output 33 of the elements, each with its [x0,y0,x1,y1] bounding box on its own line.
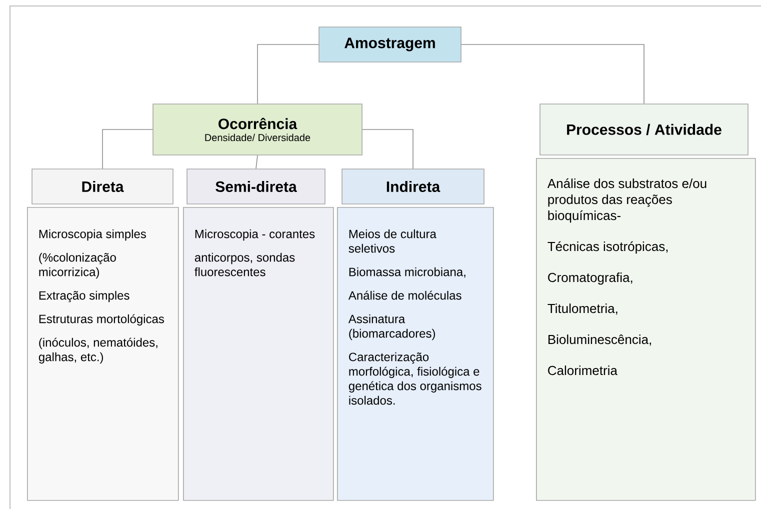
method-text: Microscopia simples [39,229,146,241]
connector-line [461,44,644,104]
connector-line [362,129,414,169]
category-box: Indireta [342,168,484,204]
category-box: Processos / Atividade [540,104,748,156]
method-text: Técnicas isotrópicas, [548,241,668,254]
method-text: Análise dos substratos e/ou produtos das reações bioquímicas- [547,178,706,223]
category-box: Ocorrência Densidade/ Diversidade [152,104,362,156]
method-text: (inóculos, nematóides, galhas, etc.) [38,338,158,364]
method-text: Caracterização morfológica, fisiológica e genética dos organismos isolados. [348,352,482,405]
method-list-box [27,207,179,501]
method-text: anticorpos, sondas fluorescentes [194,252,295,276]
method-text: Meios de cultura seletivos [348,229,436,253]
method-text: Estruturas mortológicas [39,314,164,326]
connector-line [102,129,154,169]
connector-line [257,44,319,104]
method-list-box [536,158,756,501]
category-box: Semi-direta [186,168,326,204]
method-text: (%colonização micorrizica) [39,252,116,279]
connector-line [256,155,258,169]
method-text: Extração simples [39,290,130,302]
method-text: Microscopia - corantes [195,229,315,241]
method-list-box [337,207,494,501]
method-list-box [183,207,334,501]
category-box: Direta [32,168,174,204]
method-text: Análise de moléculas [348,290,462,300]
method-text: Titulometria, [548,304,618,315]
method-text: Bioluminescência, [548,334,651,346]
method-text: Calorimetria [548,366,618,376]
category-box: Amostragem [318,26,462,62]
method-text: Assinatura (biomarcadores) [348,314,435,340]
method-text: Biomassa microbiana, [349,267,466,278]
method-text: Cromatografia, [548,272,632,285]
